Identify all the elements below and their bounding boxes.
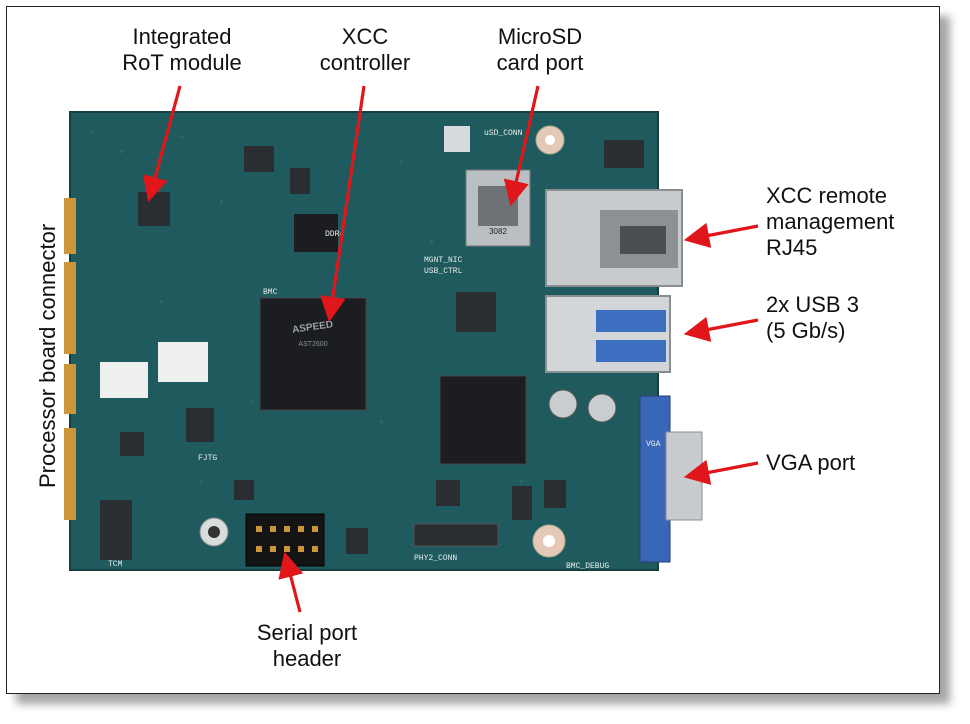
silk-phy2-conn: PHY2_CONN — [414, 554, 457, 563]
arrow-rj45 — [683, 222, 759, 248]
fpga-chip — [439, 375, 527, 465]
silk-bmc: BMC — [263, 288, 278, 297]
phy2-connector — [413, 523, 499, 547]
silk-mgnt-nic: MGNT_NIC — [424, 256, 463, 265]
silk-fjtg: FJTG — [198, 454, 217, 463]
arrow-serial — [278, 551, 304, 613]
serial-header — [245, 513, 325, 567]
label-xcc: XCC controller — [319, 24, 411, 75]
capacitor — [587, 393, 617, 423]
arrow-xcc — [320, 85, 366, 323]
bmc-chip — [259, 297, 367, 411]
label-vga: VGA port — [766, 450, 856, 475]
qr-label — [444, 126, 470, 152]
arrow-usb — [683, 316, 759, 342]
arrow-vga — [683, 459, 759, 485]
components — [100, 140, 644, 560]
silk-ddr4: DDR4 — [325, 230, 344, 239]
vga-port — [639, 395, 671, 563]
callout-arrows — [142, 85, 759, 613]
capacitor — [548, 389, 578, 419]
silk-tcm: TCM — [108, 560, 123, 569]
sd-code: 3082 — [489, 227, 507, 236]
arrow-microsd — [503, 85, 540, 207]
arrow-rot — [142, 85, 182, 203]
label-microsd: MicroSD card port — [496, 24, 584, 75]
label-rj45: XCC remote management RJ45 — [766, 183, 895, 260]
label-serial: Serial port header — [256, 620, 358, 671]
chip-code: AST2600 — [298, 341, 327, 348]
silk-vga: VGA — [646, 440, 661, 449]
silk-bmc-debug: BMC_DEBUG — [566, 562, 609, 571]
label-usb: 2x USB 3 (5 Gb/s) — [766, 292, 859, 343]
ddr-chip — [294, 214, 338, 252]
qr-label — [158, 342, 208, 382]
gold-fingers — [64, 198, 76, 520]
qr-label — [100, 362, 148, 398]
label-connector: Processor board connector — [35, 223, 60, 488]
silk-usb-ctrl: USB_CTRL — [424, 267, 463, 276]
label-rot: Integrated RoT module — [122, 24, 242, 75]
silk-usd-conn: uSD_CONN — [484, 129, 523, 138]
